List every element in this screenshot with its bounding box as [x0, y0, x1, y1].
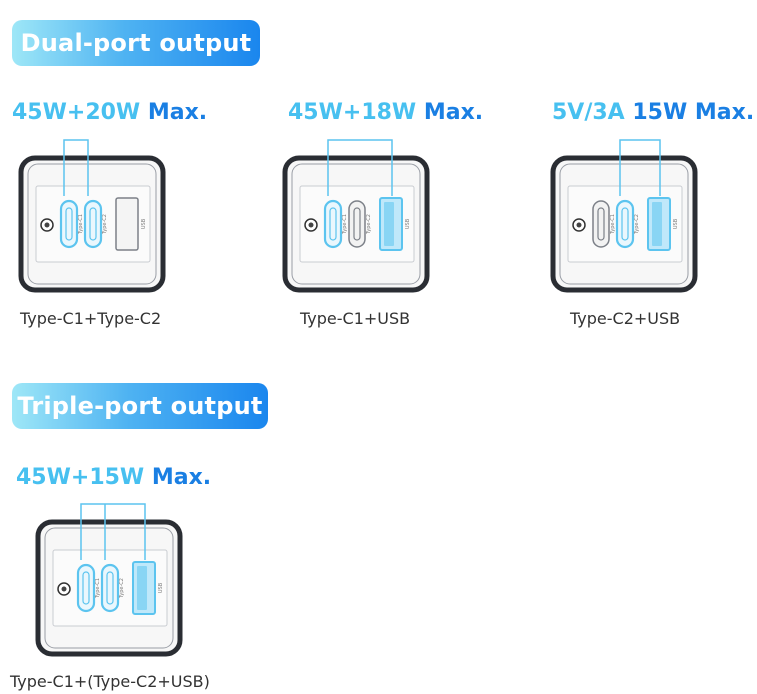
charger-port-diagram: Type-C1 Type-C2 USB: [282, 139, 430, 293]
type-c-port-tongue: [353, 207, 361, 241]
type-c-port-tongue: [621, 207, 629, 241]
port-label: USB: [405, 218, 411, 229]
section-title-dual-port: Dual-port output: [12, 20, 260, 66]
port-combination-caption: Type-C1+(Type-C2+USB): [10, 672, 210, 691]
charger-body-inner-edge: [27, 163, 157, 285]
wattage-label: 45W+20W Max.: [12, 100, 207, 125]
port-label: USB: [673, 218, 679, 229]
charger-port-diagram: Type-C1 Type-C2 USB: [18, 139, 166, 293]
usb-a-port: [115, 197, 139, 251]
active-port-bracket: [619, 139, 661, 196]
usb-a-port-tongue: [384, 202, 394, 246]
wattage-label: 45W+18W Max.: [288, 100, 483, 125]
port-label: Type-C2: [366, 214, 372, 235]
port-label: Type-C1: [95, 578, 101, 599]
type-c-port-tongue: [329, 207, 337, 241]
type-c-port: [348, 200, 366, 248]
section-title-triple-port: Triple-port output: [12, 383, 268, 429]
port-label: Type-C1: [342, 214, 348, 235]
type-c-port: [59, 199, 79, 249]
charger-body-inner-edge: [291, 163, 421, 285]
type-c-port: [83, 199, 103, 249]
port-label: Type-C2: [634, 214, 640, 235]
wattage-suffix: Max.: [140, 100, 208, 125]
wattage-primary: 45W+15W: [16, 465, 145, 490]
port-label: USB: [141, 218, 147, 229]
type-c-port: [76, 563, 96, 613]
wattage-label: 5V/3A 15W Max.: [552, 100, 754, 125]
indicator-led-core: [44, 222, 50, 228]
port-label: USB: [158, 582, 164, 593]
type-c-port: [100, 563, 120, 613]
port-label: Type-C2: [102, 214, 108, 235]
port-combination-caption: Type-C1+Type-C2: [20, 309, 162, 328]
active-port-bracket: [63, 139, 89, 196]
port-label: Type-C1: [78, 214, 84, 235]
type-c-port-tongue: [597, 207, 605, 241]
port-combination-caption: Type-C2+USB: [570, 309, 681, 328]
port-combination-caption: Type-C1+USB: [300, 309, 411, 328]
type-c-port: [592, 200, 610, 248]
wattage-suffix: 15W Max.: [624, 100, 755, 125]
active-port-bracket: [80, 503, 146, 560]
wattage-primary: 45W+20W: [12, 100, 141, 125]
type-c-port-tongue: [82, 571, 90, 605]
port-label: Type-C1: [610, 214, 616, 235]
usb-a-port-tongue: [137, 566, 147, 610]
wattage-suffix: Max.: [416, 100, 484, 125]
active-port-bracket: [327, 139, 393, 196]
type-c-port: [323, 199, 343, 249]
charger-port-diagram: Type-C1 Type-C2 USB: [550, 139, 698, 293]
indicator-led-core: [308, 222, 314, 228]
wattage-primary: 5V/3A: [552, 100, 625, 125]
type-c-port-tongue: [65, 207, 73, 241]
type-c-port-tongue: [106, 571, 114, 605]
wattage-primary: 45W+18W: [288, 100, 417, 125]
indicator-led-core: [61, 586, 67, 592]
charger-body-inner-edge: [559, 163, 689, 285]
type-c-port: [615, 199, 635, 249]
indicator-led-core: [576, 222, 582, 228]
usb-a-port-tongue: [652, 202, 662, 246]
type-c-port-tongue: [89, 207, 97, 241]
wattage-suffix: Max.: [144, 465, 212, 490]
charger-port-diagram: Type-C1 Type-C2 USB: [35, 503, 183, 657]
wattage-label: 45W+15W Max.: [16, 465, 211, 490]
charger-body-inner-edge: [44, 527, 174, 649]
port-label: Type-C2: [119, 578, 125, 599]
